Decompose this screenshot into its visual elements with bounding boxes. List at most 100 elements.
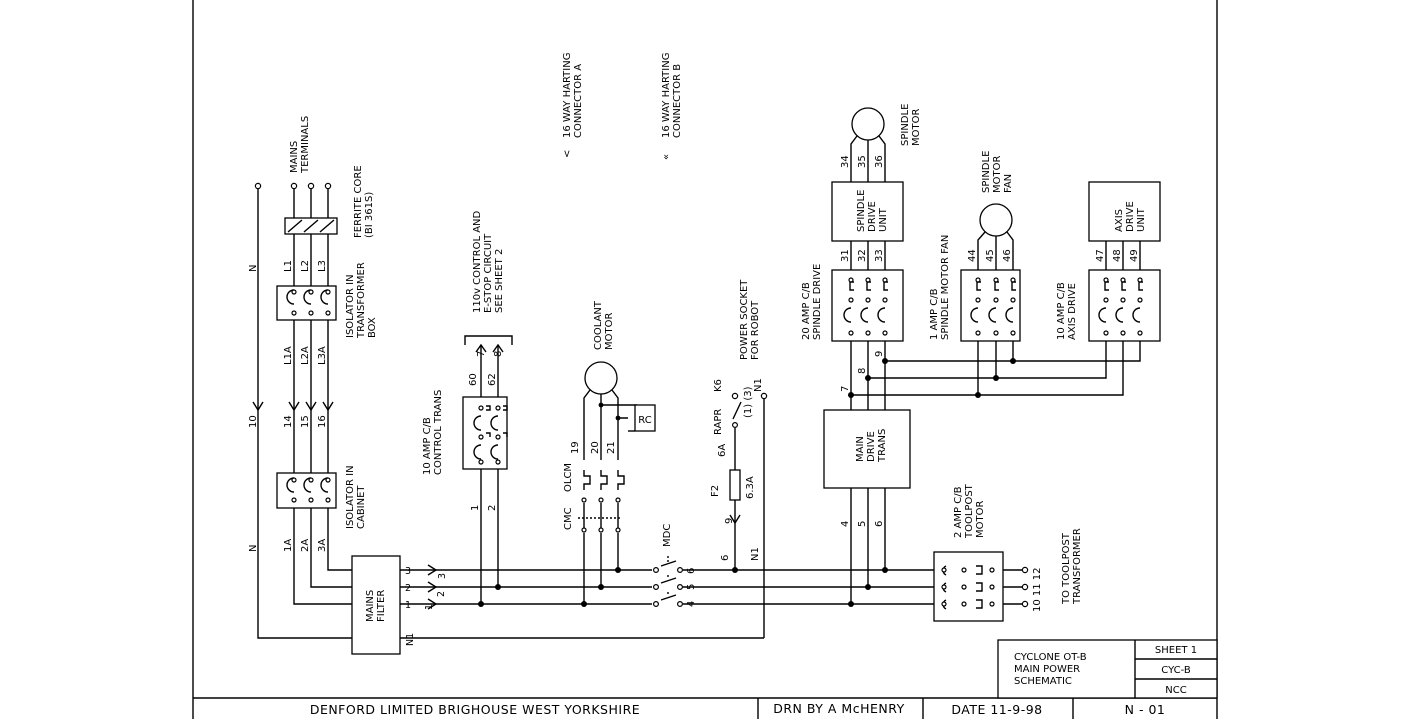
title-block-code: NCC: [1165, 685, 1186, 696]
ferrite-core-label-line-1: FERRITE CORE: [353, 165, 364, 238]
harting-a-label-line-1: 16 WAY HARTING: [562, 53, 573, 138]
fuse-in-label: 9: [724, 518, 735, 524]
neutral-arrow-icon: [252, 401, 264, 412]
spindle-motor-symbol: [851, 107, 885, 141]
phase-mid-label-1: L1A: [283, 346, 294, 365]
neutral-bus-label: N1: [405, 633, 416, 646]
bus-in-label-3: 3: [437, 573, 448, 579]
coolant-motor-symbol: [584, 361, 618, 395]
spindle-unit-wire-1: 31: [840, 249, 851, 262]
bus-label-3: 3: [405, 566, 411, 577]
fuse-f2: [729, 469, 741, 501]
cb-control-trans-label-line-2: CONTROL TRANS: [433, 390, 444, 475]
mains-terminals-label-line-1: MAINS: [289, 141, 300, 173]
mdc-contactor: [652, 556, 683, 607]
title-block-sheet: SHEET 1: [1155, 645, 1197, 656]
fuse-arrow-icon: [729, 514, 741, 525]
bus-label-1: 1: [405, 600, 411, 611]
title-block-date: DATE 11-9-98: [951, 702, 1042, 717]
fuse-out-label: 6: [720, 555, 731, 561]
spindle-fan-branch: [960, 203, 1021, 342]
cb-control-trans-label-line-1: 10 AMP C/B: [422, 417, 433, 475]
phase-mid-label-3: L3A: [317, 346, 328, 365]
trans-bottom-label-5: 5: [857, 521, 868, 527]
neutral-wire: [257, 189, 352, 639]
coolant-wire-label-2: 20: [590, 441, 601, 454]
neutral-10-label: 10: [248, 415, 259, 428]
harting-b-label-line-2: CONNECTOR B: [672, 64, 683, 138]
title-block-drawn-by: DRN BY A McHENRY: [773, 701, 905, 716]
title-block-title-line-1: CYCLONE OT-B: [1014, 652, 1087, 663]
phase-out-label-2: 2A: [300, 539, 311, 552]
spindle-drive-unit-label-line-2: DRIVE: [867, 201, 878, 232]
main-drive-trans-label-line-2: DRIVE: [866, 431, 877, 462]
axis-wire-3: 49: [1129, 249, 1140, 262]
socket-pins-label: (1) (3): [743, 386, 754, 418]
cb-spindle-drive-label-line-2: SPINDLE DRIVE: [812, 264, 823, 340]
control-circuit-label-line-1: 110v CONTROL AND: [472, 210, 483, 313]
neutral-label-top: N: [248, 265, 259, 272]
title-block-title-line-3: SCHEMATIC: [1014, 676, 1072, 687]
phase-cabinet-label-1: 14: [283, 415, 294, 428]
axis-drive-unit-label-line-2: DRIVE: [1125, 201, 1136, 232]
phase-arrows-icon: [288, 401, 334, 412]
isolator-transformer-label-line-3: BOX: [367, 317, 378, 338]
harting-a-label-line-2: CONNECTOR A: [573, 64, 584, 138]
fan-wire-2: 45: [985, 249, 996, 262]
cabinet-contacts-icon: [286, 477, 329, 493]
axis-drive-branch: [1088, 181, 1161, 342]
control-circuit-label-line-3: SEE SHEET 2: [494, 249, 505, 313]
coolant-branch: [578, 361, 656, 607]
mains-terminal-n: [254, 182, 262, 190]
bus-in-label-2: 2: [436, 591, 447, 597]
mdc-out-label-5: 5: [686, 584, 697, 590]
robot-socket-branch: [729, 392, 768, 638]
fuse-n1-label: N1: [750, 547, 761, 561]
phase-cabinet-label-3: 16: [317, 415, 328, 428]
to-toolpost-label-line-2: TRANSFORMER: [1072, 528, 1083, 605]
ctrl-arrow-label-1: 7: [476, 351, 487, 357]
neutral-label-bottom: N: [248, 545, 259, 552]
trans-bottom-label-4: 4: [840, 521, 851, 527]
spindle-drive-unit-box: [831, 181, 904, 242]
coolant-wire-label-3: 21: [606, 441, 617, 454]
main-drive-trans-label-line-1: MAIN: [855, 436, 866, 462]
ferrite-hatch-icon: [287, 219, 335, 233]
mdc-out-label-6: 6: [686, 568, 697, 574]
fan-wire-1: 44: [967, 249, 978, 262]
fuse-rating-b-label: 6.3A: [745, 476, 756, 499]
main-bus: [400, 564, 934, 639]
toolpost-branch: [933, 551, 1029, 622]
spindle-motor-fan-label-line-3: FAN: [1003, 174, 1014, 193]
k6-label: K6: [713, 379, 724, 392]
sheet2-bracket: [464, 335, 513, 345]
cb-toolpost-label-line-3: MOTOR: [975, 501, 986, 538]
mains-terminal-l3: [324, 182, 332, 190]
phase-top-label-3: L3: [317, 260, 328, 272]
socket-n1-label: N1: [753, 378, 764, 392]
main-drive-trans-box: [823, 409, 911, 489]
toolpost-out-label: 10 11 12: [1032, 567, 1043, 612]
power-socket-label-line-2: FOR ROBOT: [750, 300, 761, 360]
spindle-fan-motor-symbol: [979, 203, 1013, 237]
cb-spindle-fan-label-line-1: 1 AMP C/B: [929, 288, 940, 340]
spindle-drive-unit-label-line-3: UNIT: [878, 207, 889, 232]
rc-label: RC: [638, 415, 651, 426]
spindle-unit-wire-3: 33: [874, 249, 885, 262]
mains-filter-label-line-2: FILTER: [376, 590, 387, 622]
rapr-label: RAPR: [713, 409, 724, 435]
mains-terminal-l1: [290, 182, 298, 190]
mains-terminal-l2: [307, 182, 315, 190]
phase-mid-label-2: L2A: [300, 346, 311, 365]
fuse-id-label: F2: [710, 485, 721, 497]
main-drive-trans-branch: [823, 341, 1141, 607]
spindle-motor-fan-label-line-2: MOTOR: [992, 156, 1003, 193]
main-drive-trans-label-line-3: TRANS: [877, 429, 888, 463]
harting-b-symbol-icon: «: [661, 154, 672, 160]
spindle-unit-wire-2: 32: [857, 249, 868, 262]
cb-spindle-fan-box: [960, 269, 1021, 342]
mains-filter-box: [351, 555, 401, 655]
ctrl-top-label-2: 62: [487, 373, 498, 386]
ferrite-core-label-line-2: (BI 361S): [364, 192, 375, 238]
